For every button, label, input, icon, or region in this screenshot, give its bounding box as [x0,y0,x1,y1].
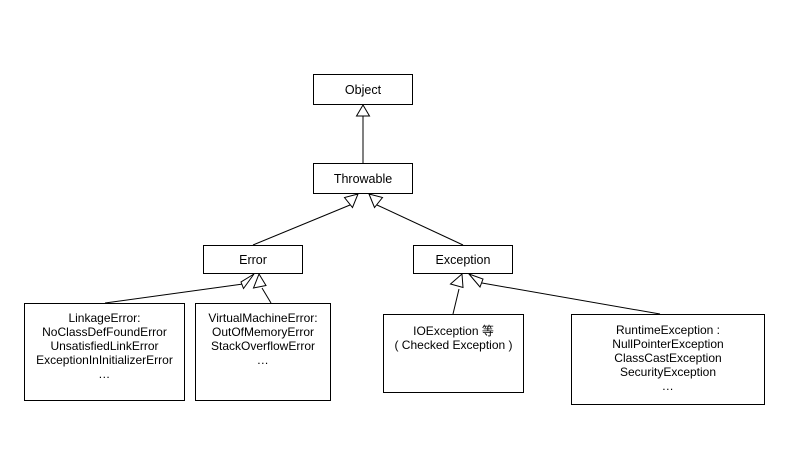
linkage-error-line-2: NoClassDefFoundError [42,325,167,339]
class-node-throwable[interactable]: Throwable [313,163,413,194]
linkage-error-line-1: LinkageError: [68,311,141,325]
runtime-exception-line-1: RuntimeException : [615,323,721,337]
edge-vm-error-extends-error [252,272,272,304]
vm-error-line-2: OutOfMemoryError [211,325,314,339]
class-node-throwable-label: Throwable [333,171,393,186]
class-node-error[interactable]: Error [203,245,303,274]
class-node-virtual-machine-error[interactable]: VirtualMachineError: OutOfMemoryError St… [195,303,331,401]
edge-throwable-extends-object [355,104,371,163]
vm-error-line-3: StackOverflowError [210,339,316,353]
vm-error-line-1: VirtualMachineError: [208,311,318,325]
linkage-error-ellipsis: ... [98,367,111,381]
runtime-exception-line-4: SecurityException [619,365,717,379]
io-exception-line-2: ( Checked Exception ) [394,338,513,352]
runtime-exception-line-3: ClassCastException [614,351,722,365]
class-node-linkage-error[interactable]: LinkageError: NoClassDefFoundError Unsat… [24,303,185,401]
class-node-object[interactable]: Object [313,74,413,105]
runtime-exception-line-2: NullPointerException [612,337,724,351]
class-node-io-exception[interactable]: IOException 等 ( Checked Exception ) [383,314,524,393]
edge-runtime-exception-extends-exception [467,272,661,315]
runtime-exception-ellipsis: ... [662,379,674,393]
vm-error-ellipsis: ... [257,353,269,367]
edge-linkage-error-extends-error [104,273,255,304]
edge-exception-extends-throwable [368,193,464,246]
class-node-exception[interactable]: Exception [413,245,513,274]
class-node-object-label: Object [344,82,382,97]
class-node-error-label: Error [239,252,267,267]
class-node-runtime-exception[interactable]: RuntimeException : NullPointerException … [571,314,765,405]
linkage-error-line-3: UnsatisfiedLinkError [50,339,159,353]
edge-error-extends-throwable [252,193,359,246]
class-node-exception-label: Exception [435,252,491,267]
edge-io-exception-extends-exception [449,272,464,315]
io-exception-line-1: IOException 等 [413,324,494,338]
linkage-error-line-4: ExceptionInInitializerError [36,353,173,367]
